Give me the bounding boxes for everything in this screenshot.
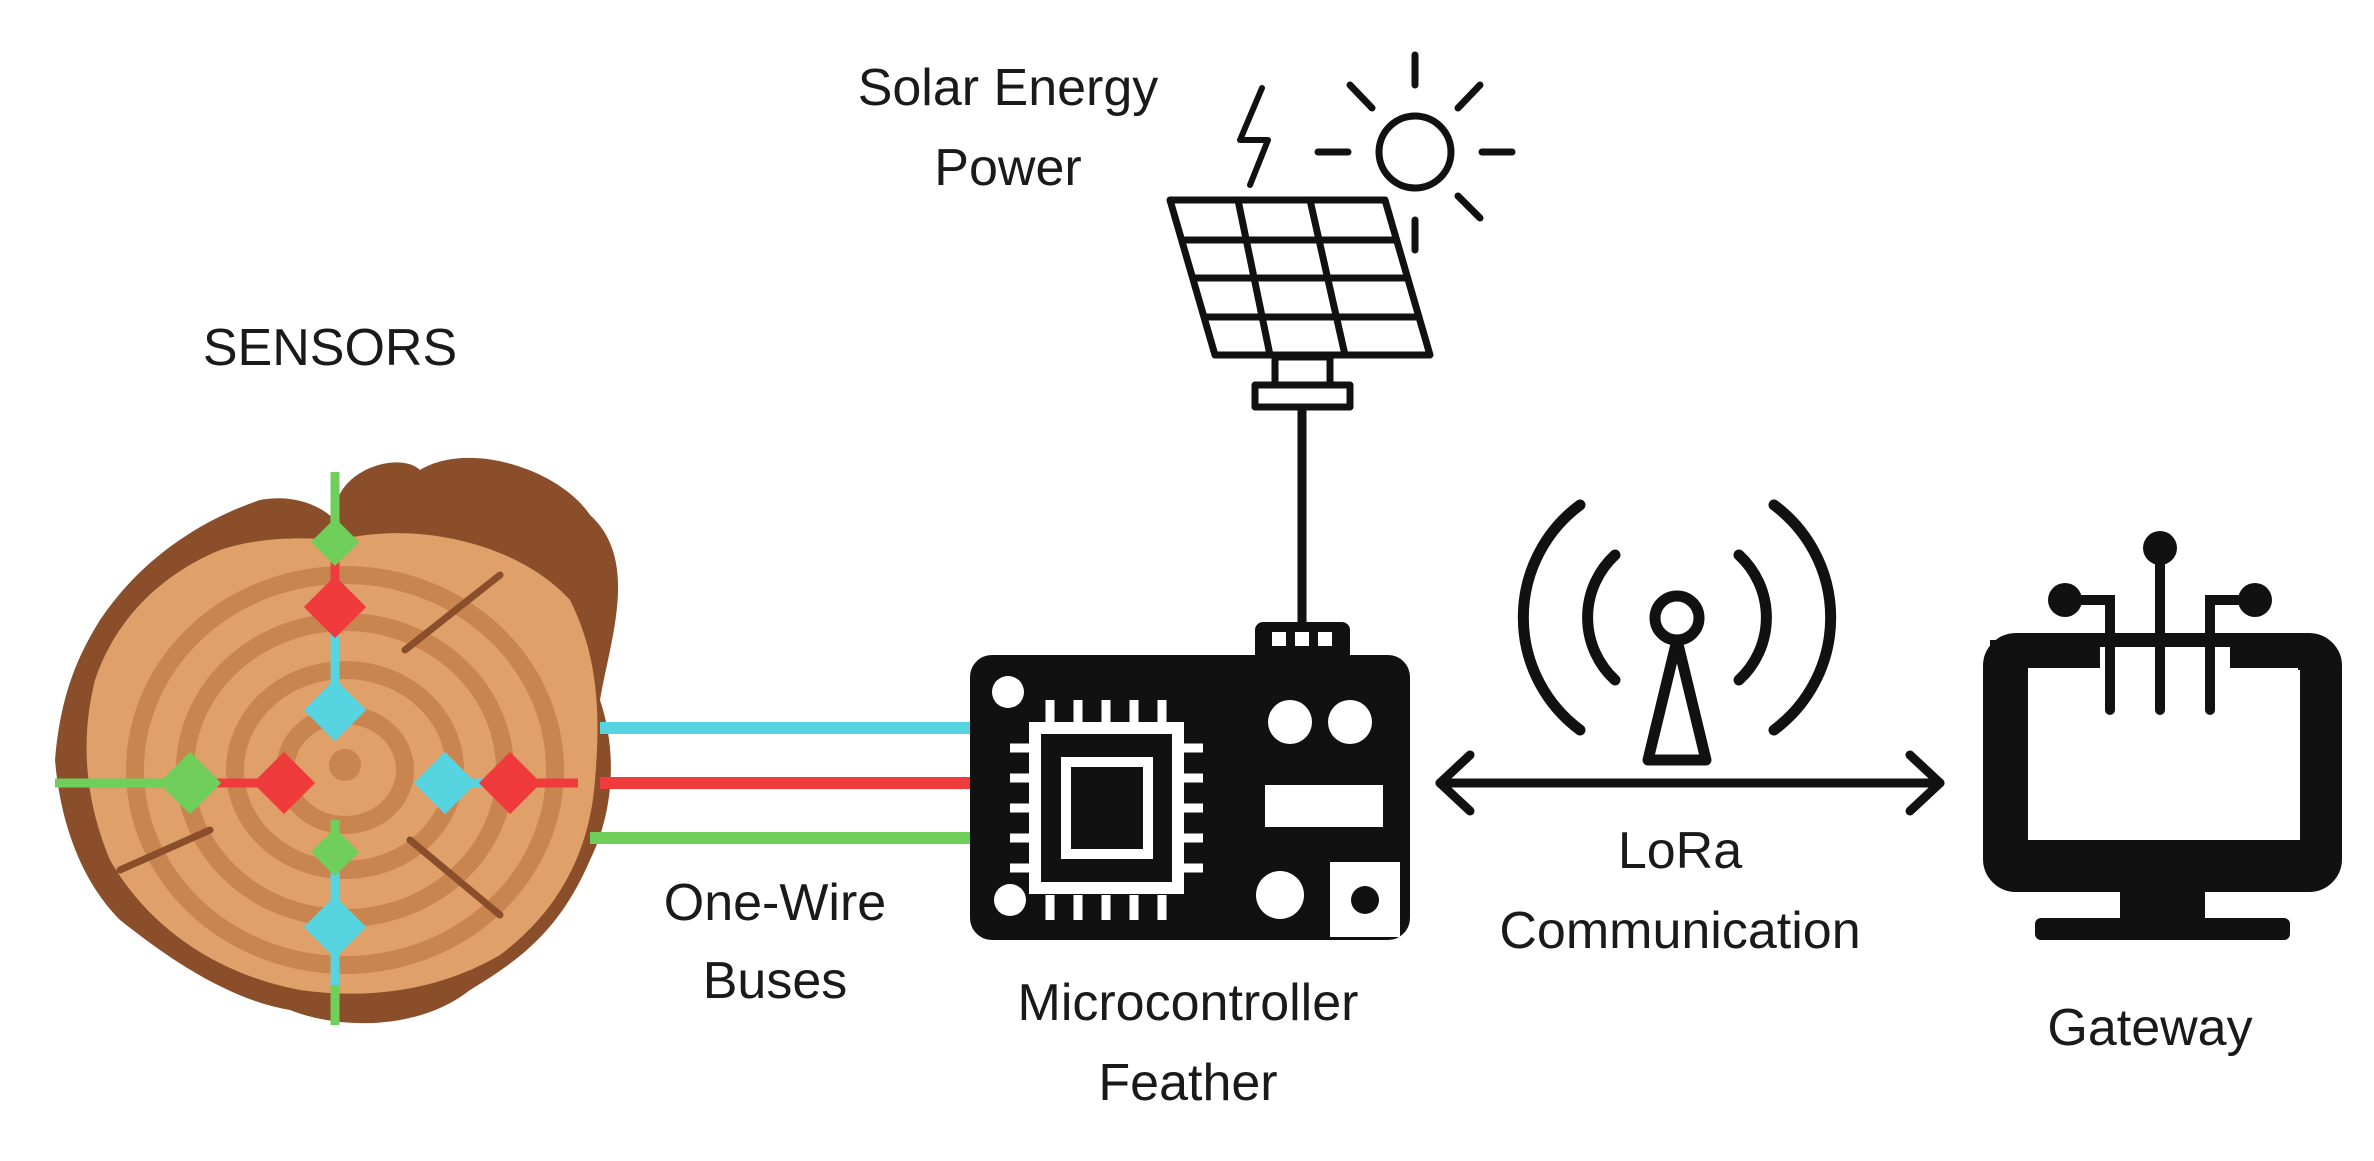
tree-trunk-icon [55, 457, 619, 1025]
sensor-nodes [158, 517, 542, 959]
sun-icon [1314, 51, 1516, 254]
microcontroller-board-icon [970, 622, 1410, 940]
lora-label-line2: Communication [1499, 902, 1860, 960]
solar-panel-icon [1166, 196, 1434, 411]
one-wire-buses [590, 722, 975, 844]
bus-label-line1: One-Wire [664, 874, 886, 932]
lora-link-arrow [1435, 750, 1945, 816]
gateway-label: Gateway [2047, 999, 2252, 1057]
lightning-icon [1237, 85, 1271, 188]
bus-label-line2: Buses [703, 952, 848, 1010]
solar-label-line2: Power [934, 139, 1081, 197]
gateway-monitor-icon [1983, 531, 2342, 940]
solar-label-line1: Solar Energy [858, 59, 1159, 117]
lora-label-line1: LoRa [1618, 822, 1742, 880]
antenna-signal-icon [1517, 499, 1837, 766]
mcu-label-line1: Microcontroller [1018, 974, 1359, 1032]
sensors-label: SENSORS [203, 319, 457, 377]
mcu-label-line2: Feather [1098, 1054, 1277, 1112]
